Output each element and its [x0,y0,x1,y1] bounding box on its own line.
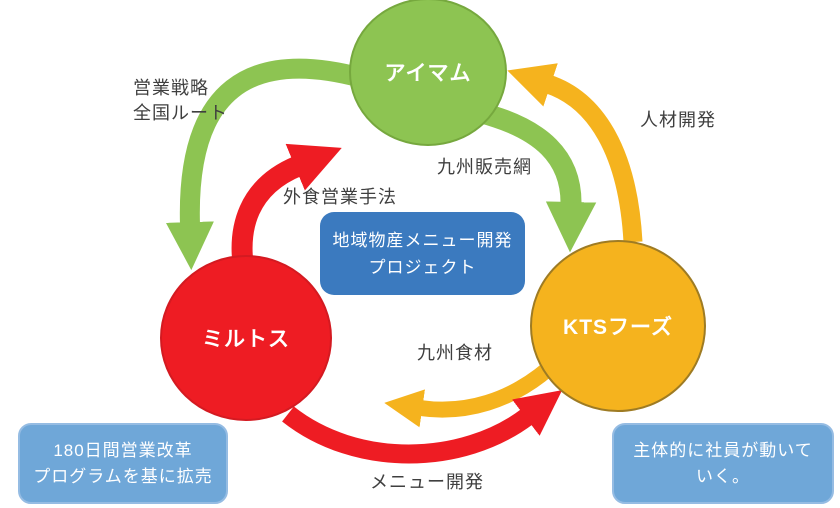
edge-label-kyushu-sales-network: 九州販売網 [437,157,532,177]
edge-label-sales-strategy: 営業戦略 全国ルート [133,76,228,126]
edge-label-menu-development: メニュー開発 [370,472,484,492]
node-circle-kts [530,240,706,412]
project-title-box: 地域物産メニュー開発 プロジェクト [320,212,525,295]
callout-mirutosu-line1: 180日間営業改革 [53,440,193,460]
node-circle-aimamu [349,0,507,146]
edge-label-sales-strategy-line1: 営業戦略 [133,78,209,98]
edge-label-sales-strategy-line2: 全国ルート [133,103,228,123]
arrow-aimamu-to-kts [475,101,597,253]
callout-mirutosu-line2: プログラムを基に拡売 [33,466,213,486]
project-title-line1: 地域物産メニュー開発 [332,230,513,250]
arrow-aimamu-to-mirutosu [165,58,365,271]
arrow-mirutosu-to-kts [282,390,563,464]
edge-label-kyushu-ingredients: 九州食材 [417,343,493,363]
edge-label-hr-development: 人材開発 [640,110,716,130]
edge-label-restaurant-sales-method: 外食営業手法 [283,187,397,207]
node-label-aimamu: アイマム [384,62,472,85]
callout-kts-line1: 主体的に社員が動いて [633,440,813,460]
arrow-kts-to-aimamu [507,63,643,243]
node-label-mirutosu: ミルトス [202,328,290,351]
project-title-line2: プロジェクト [368,257,477,277]
node-circle-mirutosu [160,255,332,421]
arrow-kts-to-mirutosu [384,354,564,428]
callout-mirutosu-note: 180日間営業改革 プログラムを基に拡売 [18,423,228,504]
callout-kts-note: 主体的に社員が動いて いく。 [612,423,834,504]
node-label-kts: KTSフーズ [563,316,673,339]
callout-kts-line2: いく。 [696,466,750,486]
